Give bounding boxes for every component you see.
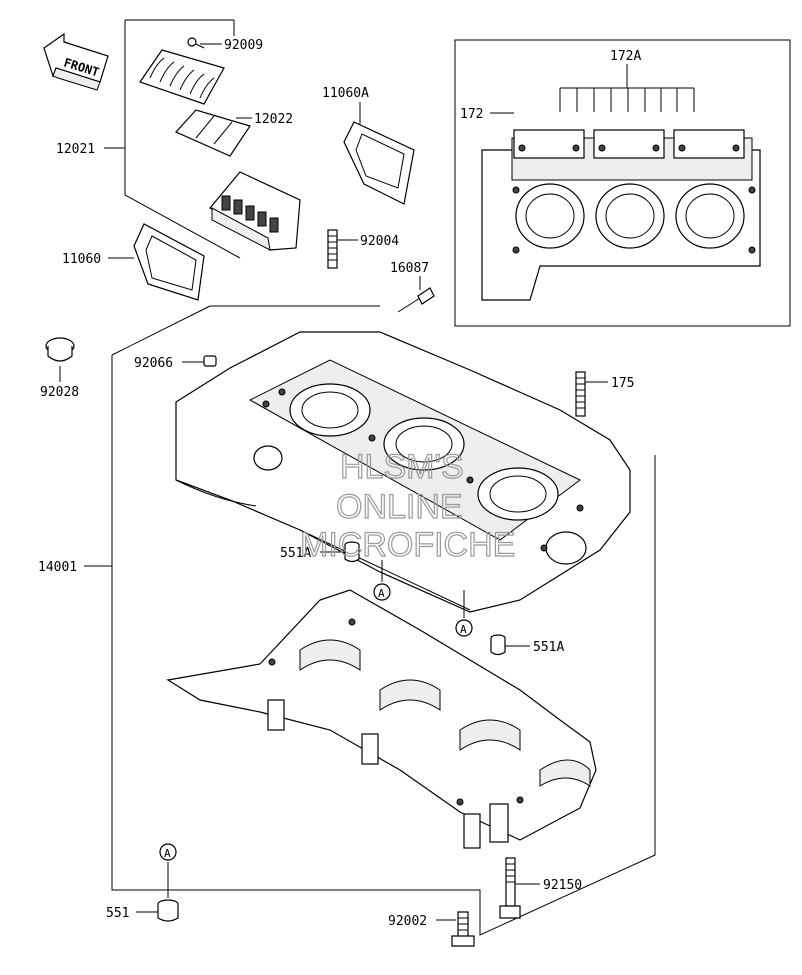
reference-mark-a-1: A	[373, 583, 391, 601]
stud-92004	[327, 229, 338, 269]
callout-172a: 172A	[610, 49, 641, 64]
reed-valve-group-bracket	[124, 19, 241, 259]
leader-lines	[59, 43, 608, 921]
front-direction-arrow-icon: FRONT	[43, 32, 109, 91]
callout-12022: 12022	[254, 112, 293, 127]
callout-11060a: 11060A	[322, 86, 369, 101]
bolt-92150	[499, 857, 521, 919]
reed-stopper-12022	[174, 109, 251, 157]
stud-175	[575, 371, 586, 417]
callout-92150: 92150	[543, 878, 582, 893]
callout-172: 172	[460, 107, 483, 122]
cylinder-inset-drawing	[481, 64, 761, 301]
reference-mark-a-1-label: A	[378, 587, 385, 600]
callout-92004: 92004	[360, 234, 399, 249]
lower-crankcase	[166, 589, 597, 849]
reed-valve-top-part	[139, 49, 225, 105]
dowel-551a-left	[344, 541, 360, 563]
dowel-92066	[203, 355, 217, 367]
gasket-11060	[133, 223, 205, 301]
callout-92009: 92009	[224, 38, 263, 53]
bolt-92002	[451, 911, 475, 947]
reference-mark-a-2: A	[455, 619, 473, 637]
crankcase-group-frame	[111, 305, 656, 936]
watermark-line-1: HLSM'S	[340, 448, 464, 486]
callout-14001: 14001	[38, 560, 77, 575]
reference-mark-a-3-label: A	[164, 847, 171, 860]
callout-16087: 16087	[390, 261, 429, 276]
callout-92002: 92002	[388, 914, 427, 929]
dowel-551a-right	[490, 634, 506, 656]
screw-92009	[187, 37, 205, 49]
watermark-line-3: MICROFICHE	[300, 526, 515, 564]
watermark: HLSM'S ONLINE MICROFICHE	[299, 447, 516, 564]
reference-mark-a-2-label: A	[460, 623, 467, 636]
callout-92028: 92028	[40, 385, 79, 400]
callout-175: 175	[611, 376, 634, 391]
callout-551a-left: 551A	[280, 546, 311, 561]
callout-551a-right: 551A	[533, 640, 564, 655]
callout-11060: 11060	[62, 252, 101, 267]
dowel-551	[157, 899, 179, 922]
gasket-11060a	[343, 121, 415, 205]
cylinder-inset-box	[454, 39, 791, 327]
upper-crankcase	[175, 331, 631, 613]
callout-551: 551	[106, 906, 129, 921]
callout-92066: 92066	[134, 356, 173, 371]
watermark-line-2: ONLINE	[336, 488, 463, 526]
plug-16087	[397, 287, 435, 313]
dowel-92028	[45, 337, 75, 362]
reference-mark-a-3: A	[159, 843, 177, 861]
callout-12021: 12021	[56, 142, 95, 157]
reed-block-assembly	[209, 171, 301, 251]
